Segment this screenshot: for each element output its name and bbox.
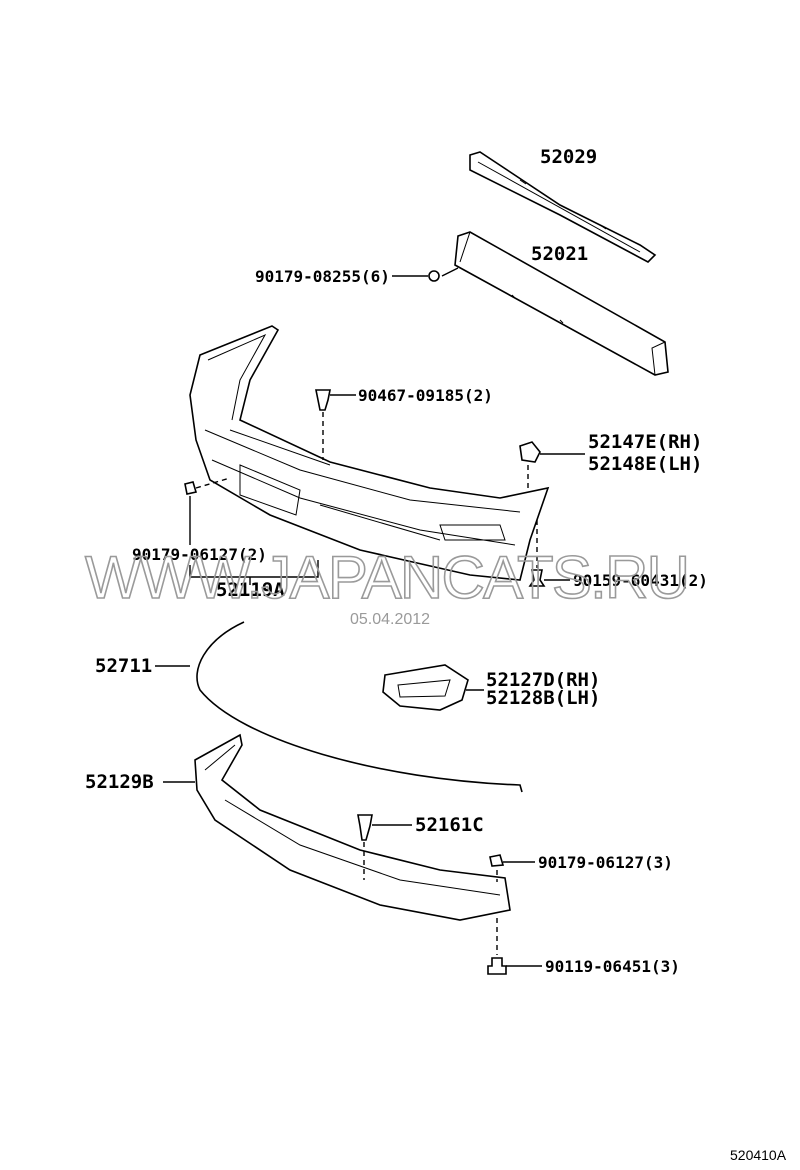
clip-52161C-drawing	[357, 814, 412, 880]
part-52127D-drawing[interactable]	[382, 664, 484, 711]
label-52128B[interactable]: 52128B(LH)	[486, 687, 600, 709]
label-90159-60431[interactable]: 90159-60431(2)	[573, 571, 708, 590]
label-52147E[interactable]: 52147E(RH)	[588, 431, 702, 453]
retainer-52147E-drawing	[519, 441, 585, 490]
part-52029-drawing[interactable]	[469, 151, 657, 263]
clip-90467-09185-drawing	[315, 389, 356, 460]
nut-90179-06127-left-drawing	[184, 477, 319, 585]
nut-90179-06127-lower-drawing	[489, 854, 535, 955]
label-90179-06127-lower[interactable]: 90179-06127(3)	[538, 853, 673, 872]
label-52021[interactable]: 52021	[531, 243, 588, 265]
label-90119-06451[interactable]: 90119-06451(3)	[545, 957, 680, 976]
watermark: WWW.JAPANCATS.RU	[85, 544, 690, 611]
label-52161C[interactable]: 52161C	[415, 814, 484, 836]
part-52119A-drawing[interactable]	[189, 325, 550, 581]
label-52148E[interactable]: 52148E(LH)	[588, 453, 702, 475]
label-52129B[interactable]: 52129B	[85, 771, 154, 793]
label-90179-06127-left[interactable]: 90179-06127(2)	[132, 545, 267, 564]
part-52711-drawing[interactable]	[155, 621, 523, 793]
nut-90179-08255-drawing	[392, 267, 459, 282]
part-52129B-drawing[interactable]	[163, 733, 511, 921]
label-52029[interactable]: 52029	[540, 146, 597, 168]
diagram-code: 520410A	[730, 1147, 787, 1163]
label-90467-09185[interactable]: 90467-09185(2)	[358, 386, 493, 405]
screw-90159-60431-drawing	[528, 520, 570, 587]
label-52711[interactable]: 52711	[95, 655, 152, 677]
label-52127D[interactable]: 52127D(RH)	[486, 669, 600, 691]
bolt-90119-06451-drawing	[487, 957, 542, 975]
label-90179-08255[interactable]: 90179-08255(6)	[255, 267, 390, 286]
date-stamp: 05.04.2012	[350, 611, 430, 628]
label-52119A[interactable]: 52119A	[216, 579, 285, 601]
part-52021-drawing[interactable]	[454, 231, 669, 376]
